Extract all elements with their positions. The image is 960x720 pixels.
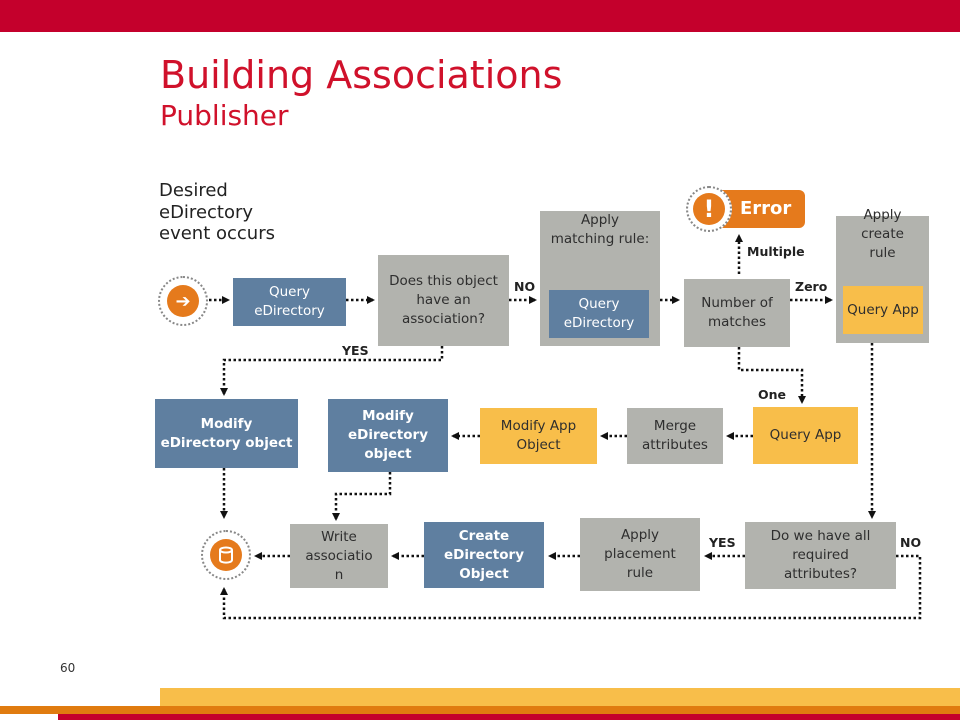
apply-placement-rule-box: Apply placement rule xyxy=(580,518,700,591)
footer-orange-bar xyxy=(0,706,960,714)
modify-edirectory-object-box-1: Modify eDirectory object xyxy=(155,399,298,468)
arrow-required-no-to-end xyxy=(220,554,922,620)
exclamation-icon: ! xyxy=(693,193,725,225)
page-number: 60 xyxy=(60,661,76,675)
label-yes-association: YES xyxy=(342,343,369,358)
query-edirectory-match-box: Query eDirectory xyxy=(549,290,649,338)
slide-title: Building Associations xyxy=(160,53,563,97)
modify-app-object-box: Modify App Object xyxy=(480,408,597,464)
footer-yellow-bar xyxy=(160,688,960,706)
required-attributes-decision-box: Do we have all required attributes? xyxy=(745,522,896,589)
end-event-circle xyxy=(201,530,251,580)
label-one-match: One xyxy=(758,387,787,402)
arrow-right-icon: ➔ xyxy=(167,285,199,317)
top-brand-bar xyxy=(0,0,960,32)
start-event-circle: ➔ xyxy=(158,276,208,326)
database-icon xyxy=(210,539,242,571)
footer-red-bar xyxy=(58,714,960,720)
merge-attributes-box: Merge attributes xyxy=(627,408,723,464)
query-edirectory-box: Query eDirectory xyxy=(233,278,346,326)
arrow-yes-to-modify xyxy=(220,346,444,396)
error-icon-circle: ! xyxy=(686,186,732,232)
query-app-box: Query App xyxy=(753,407,858,464)
number-of-matches-box: Number of matches xyxy=(684,279,790,347)
slide-subtitle: Publisher xyxy=(160,99,289,132)
modify-edirectory-object-box-2: Modify eDirectory object xyxy=(328,399,448,472)
label-yes-required: YES xyxy=(709,535,736,550)
create-rule-title: Apply create rule xyxy=(861,207,904,261)
matching-rule-title: Apply matching rule: xyxy=(550,212,650,247)
query-app-create-box: Query App xyxy=(843,286,923,334)
trigger-description: Desired eDirectory event occurs xyxy=(159,180,275,244)
association-decision-box: Does this object have an association? xyxy=(378,255,509,346)
arrow-count-to-queryapp xyxy=(737,347,806,404)
write-association-box: Write associatio n xyxy=(290,524,388,588)
label-no-association: NO xyxy=(514,279,536,294)
arrow-modify2-to-write xyxy=(332,472,392,521)
label-multiple-matches: Multiple xyxy=(747,244,805,259)
label-zero-matches: Zero xyxy=(795,279,828,294)
label-no-required: NO xyxy=(900,535,922,550)
create-edirectory-object-box: Create eDirectory Object xyxy=(424,522,544,588)
